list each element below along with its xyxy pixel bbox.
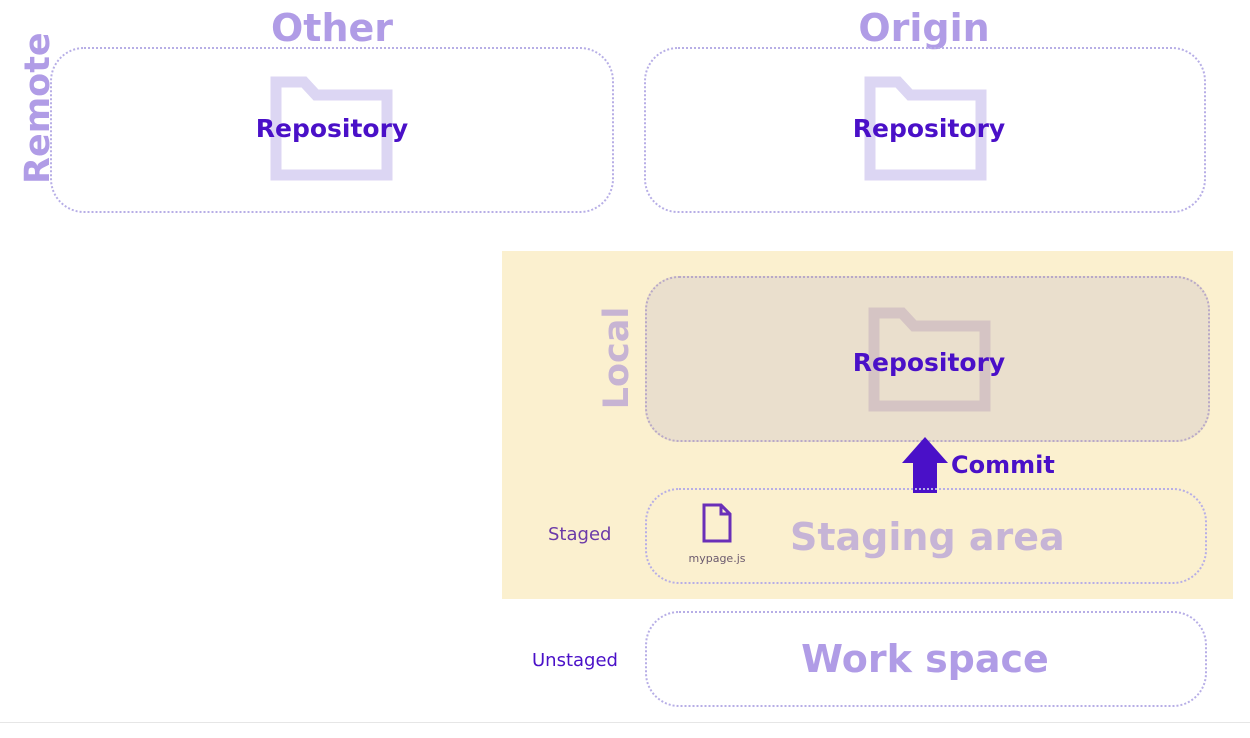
origin-repository-box bbox=[644, 47, 1206, 213]
bottom-divider bbox=[0, 722, 1250, 723]
staging-area-box bbox=[645, 488, 1207, 584]
staging-area-label: Staging area bbox=[790, 515, 1065, 559]
other-title: Other bbox=[270, 6, 394, 50]
origin-repository-label: Repository bbox=[852, 114, 1006, 143]
folder-icon bbox=[868, 307, 991, 412]
folder-icon bbox=[270, 76, 393, 181]
file-name-label: mypage.js bbox=[688, 552, 746, 565]
other-repository-label: Repository bbox=[255, 114, 409, 143]
origin-title: Origin bbox=[858, 6, 990, 50]
local-label: Local bbox=[597, 306, 637, 410]
work-space-box bbox=[645, 611, 1207, 707]
staged-label: Staged bbox=[548, 524, 612, 545]
local-repository-box bbox=[645, 276, 1210, 442]
other-repository-box bbox=[50, 47, 614, 213]
folder-icon bbox=[864, 76, 987, 181]
file-icon bbox=[702, 503, 732, 543]
local-repository-label: Repository bbox=[852, 348, 1006, 377]
work-space-label: Work space bbox=[801, 637, 1049, 681]
commit-label: Commit bbox=[951, 451, 1055, 479]
commit-arrow-icon bbox=[902, 437, 948, 493]
unstaged-label: Unstaged bbox=[532, 650, 618, 671]
